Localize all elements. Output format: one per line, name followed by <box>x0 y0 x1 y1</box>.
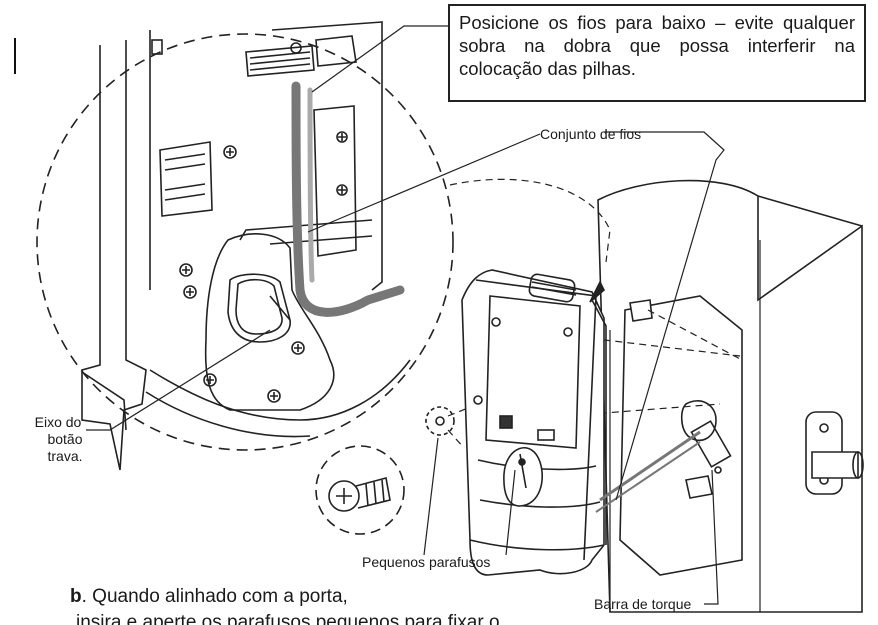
step-continuation: insira e aperte os parafusos pequenos pa… <box>76 612 500 625</box>
callout-text: Posicione os fios para baixo – evite qua… <box>459 12 855 79</box>
deadbolt-latch <box>805 411 864 495</box>
torque-bar-leader <box>704 469 719 605</box>
wire-harness-label: Conjunto de fios <box>540 126 642 142</box>
screw-detail-circle <box>425 406 455 436</box>
step-letter: b <box>70 586 82 607</box>
magnified-interior <box>81 21 411 471</box>
wire-harness-leader-left <box>307 133 541 233</box>
mounting-plate <box>619 295 743 576</box>
small-screws-leader-1 <box>423 437 439 556</box>
step-instruction: b. Quando alinhado com a porta, <box>70 585 348 609</box>
small-screws-label: Pequenos parafusos <box>362 554 491 570</box>
callout-box: Posicione os fios para baixo – evite qua… <box>448 4 866 102</box>
callout-leader <box>311 25 452 93</box>
step-text: . Quando alinhado com a porta, <box>81 586 348 607</box>
small-screws-leader-2 <box>505 469 516 556</box>
lock-shaft-leader <box>86 329 271 431</box>
torque-bar-label: Barra de torque <box>594 596 692 612</box>
magnified-detail-circle <box>36 33 454 451</box>
wire-harness-leader-right <box>604 131 725 501</box>
text-cursor <box>14 38 16 74</box>
lock-shaft-label-line2: botão <box>47 431 83 447</box>
lock-shaft-label: Eixo do botão trava. <box>20 414 96 465</box>
lock-shaft-label-line3: trava. <box>47 448 83 464</box>
large-screw-illustration <box>315 445 405 535</box>
lock-shaft-label-line1: Eixo do <box>34 414 82 430</box>
